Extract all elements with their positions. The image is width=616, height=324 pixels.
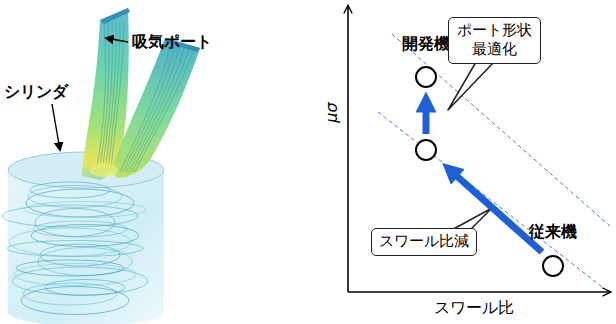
data-point: 従来機 — [529, 222, 577, 243]
callout-tail — [448, 62, 494, 110]
x-axis — [348, 291, 610, 293]
point-label: 開発機 — [402, 34, 450, 55]
leader-line — [106, 38, 128, 42]
callout-text: スワール比減 — [379, 232, 469, 250]
change-arrow — [423, 102, 430, 134]
point-marker — [413, 64, 439, 90]
axis-label: スワール比 — [434, 298, 514, 319]
leader-line — [52, 104, 60, 150]
part-label: 吸気ポート — [132, 32, 212, 53]
cylinder — [2, 152, 164, 324]
iso-line — [378, 112, 606, 290]
data-point — [416, 140, 436, 160]
data-point: 開発機 — [402, 34, 450, 55]
y-axis — [347, 6, 349, 292]
part-label: シリンダ — [4, 82, 68, 103]
callout-box: ポート形状 最適化 — [448, 17, 541, 64]
callout-box: スワール比減 — [371, 228, 477, 256]
axis-label: μσ — [322, 102, 341, 122]
point-marker — [540, 253, 566, 279]
point-label: 従来機 — [529, 222, 577, 243]
callout-text: ポート形状 最適化 — [457, 21, 532, 59]
